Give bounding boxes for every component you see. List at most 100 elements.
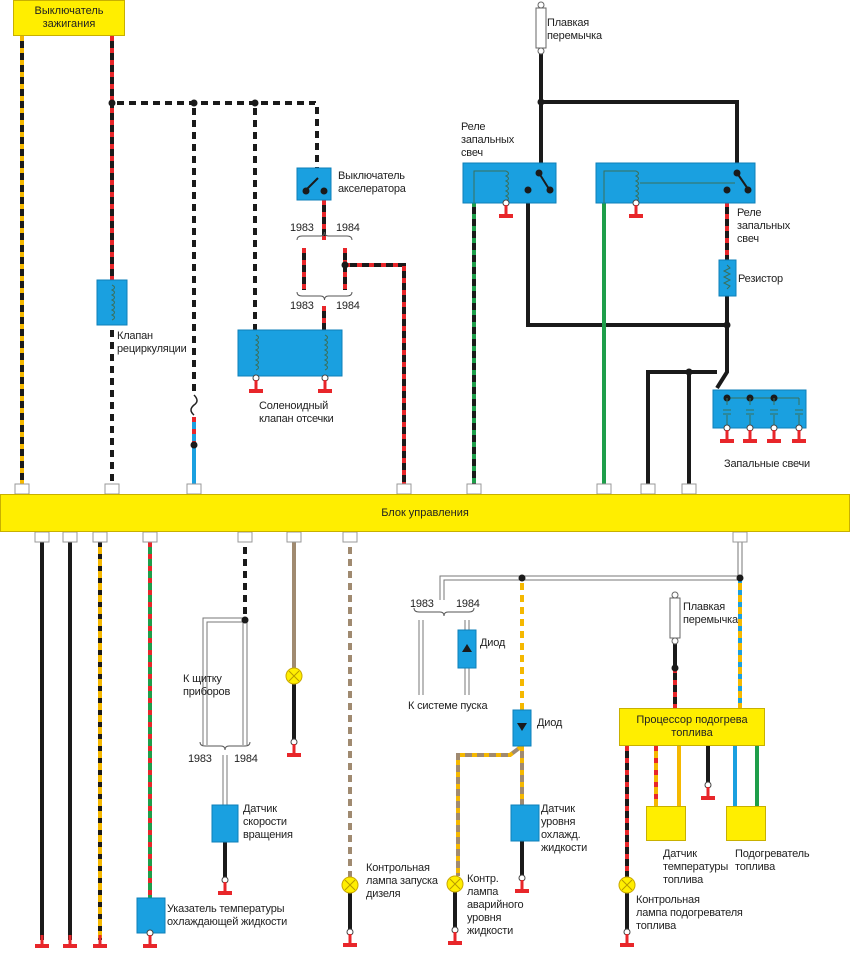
- ground-icon-base: [499, 214, 513, 218]
- ground-icon-base: [792, 439, 806, 443]
- ground-icon: [148, 935, 152, 945]
- solenoid-valve-icon: [237, 329, 343, 377]
- junction-dot: [733, 169, 741, 177]
- fuse-terminal: [537, 1, 545, 9]
- connector-pin: [34, 531, 50, 543]
- lamp-cross: [449, 878, 461, 890]
- ground-icon: [453, 932, 457, 942]
- connector-pin: [142, 531, 158, 543]
- connector-pin: [14, 483, 30, 495]
- coolant-temp-gauge-icon: [136, 897, 166, 934]
- ground-icon: [348, 934, 352, 944]
- recirc-valve-label: Клапан рециркуляции: [117, 330, 187, 355]
- accel-switch-icon: [296, 167, 332, 201]
- to-start-system-label: К системе пуска: [408, 700, 488, 712]
- wire-resistor-out: [715, 296, 729, 390]
- ground-icon: [797, 430, 801, 440]
- switch-arm: [305, 177, 319, 191]
- fuel-heater-label: Подогреватель топлива: [735, 848, 810, 873]
- junction-dot: [723, 186, 731, 194]
- connector-pin: [342, 531, 358, 543]
- ground-icon-base: [218, 891, 232, 895]
- ground-icon-base: [63, 944, 77, 948]
- ground-icon-base: [629, 214, 643, 218]
- connector-pin: [396, 483, 412, 495]
- fuse-icon: [535, 7, 547, 49]
- wire-fuse-relays: [539, 54, 739, 168]
- year-1984-dash: 1984: [234, 753, 258, 765]
- junction-dot: [190, 99, 198, 107]
- relay-wire: [473, 170, 506, 203]
- lamp-cross: [288, 670, 300, 682]
- glow-relay-1-label: Реле запальных свеч: [461, 121, 515, 159]
- junction-dot: [108, 99, 116, 107]
- junction-dot: [685, 368, 693, 376]
- junction-dot: [535, 169, 543, 177]
- year-brace: [296, 291, 353, 301]
- control-unit: Блок управления: [0, 494, 850, 532]
- diode-arrow-icon: [462, 644, 472, 652]
- ground-icon-base: [343, 943, 357, 947]
- ground-icon-base: [249, 389, 263, 393]
- ground-icon-base: [287, 753, 301, 757]
- wire-plug-sense-1: [646, 370, 717, 486]
- year-brace: [199, 741, 251, 751]
- diode-2-label: Диод: [537, 717, 563, 729]
- glow-plug: [723, 398, 731, 426]
- accel-switch-label: Выключатель акселератора: [338, 170, 406, 195]
- ground-icon: [706, 787, 710, 797]
- wires-layer: [20, 36, 759, 940]
- fuse-terminal: [537, 47, 545, 55]
- ground-icon: [748, 430, 752, 440]
- wire-ign-bus: [112, 101, 319, 168]
- connector-pin: [92, 531, 108, 543]
- ground-icon-base: [515, 889, 529, 893]
- junction-dot: [251, 99, 259, 107]
- fuse-terminal: [671, 637, 679, 645]
- coolant-level-sensor-label: Датчик уровня охлажд. жидкости: [541, 803, 588, 854]
- components-layer: [14, 1, 807, 948]
- coil-icon: [323, 334, 328, 371]
- year-1983-start: 1983: [410, 598, 434, 610]
- glow-relay-1-icon: [462, 162, 557, 204]
- ground-icon: [223, 882, 227, 892]
- fuse-icon: [669, 597, 681, 639]
- wire-break-icon: [190, 394, 198, 416]
- connector-pin: [237, 531, 253, 543]
- junction-dot: [524, 186, 532, 194]
- connector-pin: [62, 531, 78, 543]
- fuel-temp-sensor-label: Датчик температуры топлива: [663, 848, 729, 886]
- ground-icon: [254, 380, 258, 390]
- ground-icon-base: [720, 439, 734, 443]
- junction-dot: [341, 261, 349, 269]
- junction-dot: [546, 186, 554, 194]
- year-brace: [296, 231, 353, 241]
- glow-plug: [795, 398, 803, 426]
- ground-icon: [634, 205, 638, 215]
- lamp-cross: [621, 879, 633, 891]
- year-brace: [413, 607, 475, 617]
- junction-dot: [736, 574, 744, 582]
- wire-coolant-lamp-stripe: [456, 744, 524, 876]
- wire-to-ecu-404-stripe: [345, 263, 406, 486]
- junction-dot: [671, 664, 679, 672]
- year-1983-dash: 1983: [188, 753, 212, 765]
- connector-pin: [186, 483, 202, 495]
- coil-icon: [504, 170, 509, 202]
- connector-pin: [466, 483, 482, 495]
- solenoid-valve-label: Соленоидный клапан отсечки: [259, 400, 334, 425]
- ground-icon: [725, 430, 729, 440]
- diode-1-label: Диод: [480, 637, 506, 649]
- year-1983-top-b: 1983: [290, 300, 314, 312]
- wire-start-system: [439, 542, 743, 600]
- coil-icon: [110, 284, 115, 321]
- fuel-heater-lamp-label: Контрольная лампа подогревателя топлива: [636, 894, 743, 932]
- diode-arrow-icon: [517, 723, 527, 731]
- year-1983-top-a: 1983: [290, 222, 314, 234]
- junction-dot: [320, 187, 328, 195]
- ground-icon-base: [318, 389, 332, 393]
- relay-wire: [603, 170, 636, 203]
- connector-pin: [596, 483, 612, 495]
- recirc-valve-icon: [96, 279, 128, 326]
- year-1984-start: 1984: [456, 598, 480, 610]
